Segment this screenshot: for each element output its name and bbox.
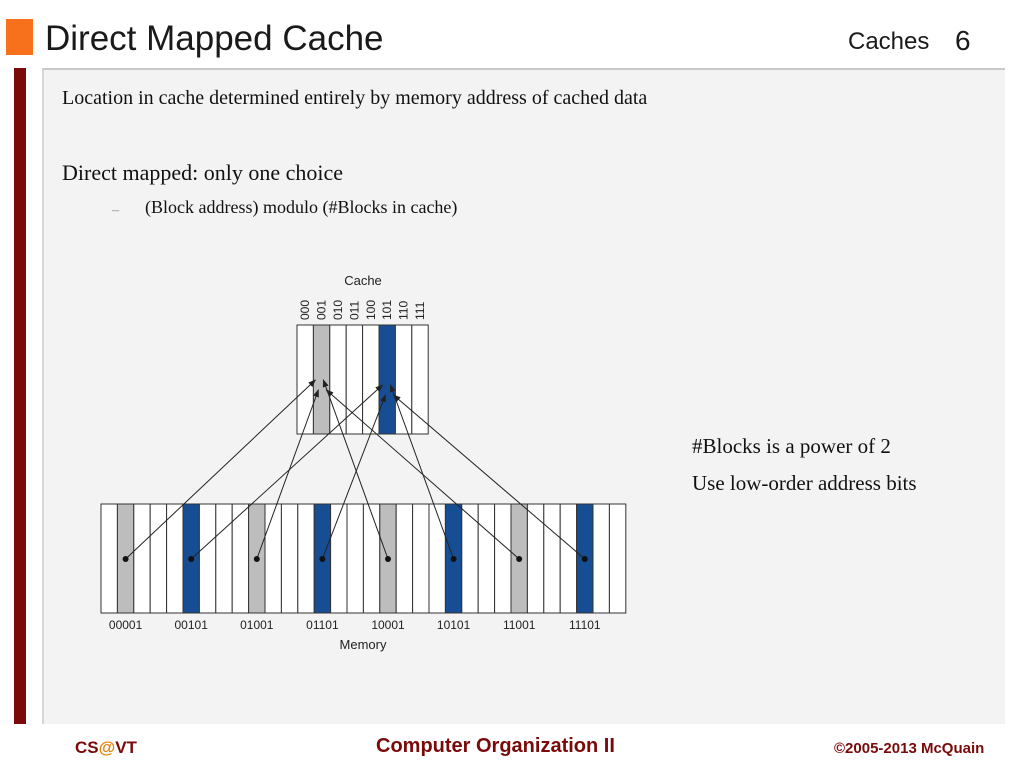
footer-vt: VT bbox=[115, 738, 137, 757]
mapping-arrow bbox=[256, 389, 319, 560]
mapping-arrow bbox=[389, 384, 455, 560]
memory-block bbox=[346, 503, 364, 614]
cache-index-label: 010 bbox=[331, 300, 345, 320]
memory-block bbox=[592, 503, 610, 614]
cache-slot bbox=[345, 324, 364, 435]
memory-block bbox=[149, 503, 168, 614]
memory-block bbox=[494, 503, 512, 614]
memory-address-label: 00101 bbox=[175, 618, 209, 632]
memory-address-label: 00001 bbox=[109, 618, 143, 632]
memory-address-label: 11001 bbox=[503, 618, 536, 632]
memory-address-label: 01001 bbox=[240, 618, 274, 632]
cache-slot bbox=[394, 324, 413, 435]
mapping-arrow bbox=[392, 394, 586, 560]
memory-block bbox=[133, 503, 151, 614]
cache-index-label: 110 bbox=[397, 301, 411, 320]
note-power-of-two: #Blocks is a power of 2 bbox=[692, 434, 891, 458]
cache-slot bbox=[312, 324, 331, 435]
content-panel bbox=[42, 68, 1005, 724]
cache-index-label: 101 bbox=[380, 300, 394, 320]
memory-block bbox=[412, 503, 430, 614]
section-label: Caches bbox=[848, 28, 930, 55]
memory-block-dot bbox=[253, 556, 260, 562]
memory-address-label: 11101 bbox=[569, 618, 601, 632]
cache-slot bbox=[411, 324, 429, 435]
memory-block bbox=[330, 503, 348, 614]
memory-block bbox=[280, 503, 299, 614]
memory-block bbox=[264, 503, 282, 614]
memory-block bbox=[543, 503, 561, 614]
memory-block bbox=[166, 503, 184, 614]
memory-block-dot bbox=[385, 556, 391, 562]
cache-index-label: 100 bbox=[364, 300, 378, 320]
memory-block bbox=[198, 503, 217, 614]
left-accent-bar bbox=[14, 68, 26, 724]
cache-slot bbox=[296, 324, 314, 435]
memory-block bbox=[362, 503, 381, 614]
memory-block-dot bbox=[319, 556, 326, 562]
note-low-order-bits: Use low-order address bits bbox=[692, 471, 917, 495]
cache-slot bbox=[329, 324, 347, 435]
slide-title: Direct Mapped Cache bbox=[45, 19, 384, 58]
bullet-direct-mapped: Direct mapped: only one choice bbox=[62, 160, 344, 185]
memory-block bbox=[215, 503, 233, 614]
cache-index-label: 001 bbox=[315, 300, 329, 320]
mapping-arrow bbox=[190, 384, 384, 560]
footer-course-title: Computer Organization II bbox=[376, 735, 615, 757]
mapping-arrow bbox=[322, 379, 389, 560]
memory-address-label: 10001 bbox=[371, 618, 405, 632]
page-number: 6 bbox=[955, 25, 971, 56]
mapping-arrow bbox=[125, 379, 317, 560]
memory-block-dot bbox=[581, 556, 588, 562]
cache-index-label: 011 bbox=[347, 301, 361, 320]
memory-block bbox=[231, 503, 250, 614]
cache-index-label: 000 bbox=[298, 300, 312, 320]
title-accent-square bbox=[6, 19, 33, 55]
memory-block-dot bbox=[450, 556, 457, 562]
memory-block bbox=[297, 503, 315, 614]
memory-label: Memory bbox=[340, 637, 387, 652]
sub-bullet-modulo: (Block address) modulo (#Blocks in cache… bbox=[145, 197, 458, 217]
mapping-arrow bbox=[325, 389, 520, 560]
memory-block bbox=[428, 503, 446, 614]
cache-label: Cache bbox=[344, 273, 382, 288]
memory-block bbox=[395, 503, 414, 614]
footer-copyright: ©2005-2013 McQuain bbox=[834, 740, 985, 757]
memory-block-dot bbox=[188, 556, 195, 562]
bullet-location: Location in cache determined entirely by… bbox=[62, 87, 648, 109]
footer-cs: CS bbox=[75, 738, 99, 757]
footer-at: @ bbox=[98, 738, 116, 757]
memory-block bbox=[100, 503, 118, 614]
footer-cs-vt: CS@VT bbox=[75, 738, 137, 758]
sub-bullet-dash: – bbox=[112, 203, 119, 218]
memory-block bbox=[608, 503, 627, 614]
cache-slot bbox=[378, 324, 396, 435]
memory-address-label: 10101 bbox=[437, 618, 471, 632]
memory-block-dot bbox=[122, 556, 129, 562]
mapping-arrow bbox=[321, 394, 386, 560]
memory-block bbox=[526, 503, 545, 614]
memory-address-label: 01101 bbox=[306, 618, 339, 632]
memory-block-dot bbox=[516, 556, 523, 562]
cache-index-label: 111 bbox=[413, 301, 427, 320]
memory-block bbox=[559, 503, 578, 614]
memory-block bbox=[477, 503, 496, 614]
